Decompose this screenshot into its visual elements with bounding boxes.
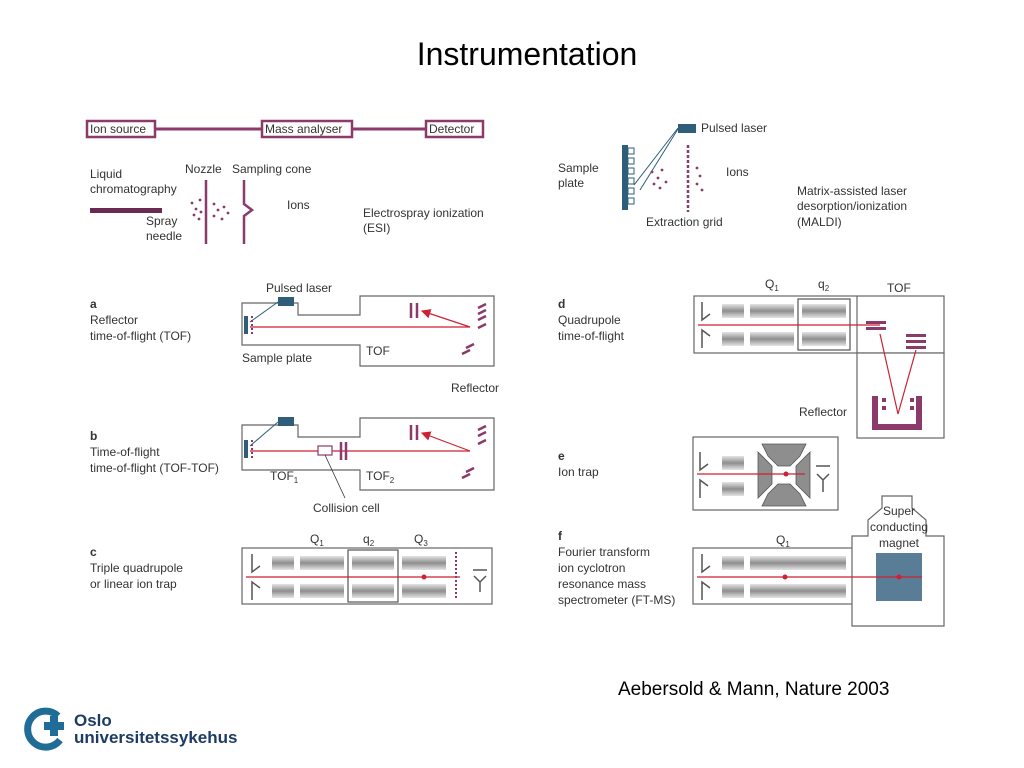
panel-a-pulsed-laser-label: Pulsed laser: [266, 281, 332, 295]
esi-name-1: Electrospray ionization: [363, 206, 484, 220]
panel-d-title-2: time-of-flight: [558, 329, 625, 343]
tof1-label: TOF1: [270, 469, 299, 485]
panel-c-title-1: Triple quadrupole: [90, 561, 183, 575]
maldi-diagram: Pulsed laser Sample plate Ions Extractio…: [558, 121, 907, 229]
panel-f-title-2: ion cyclotron: [558, 561, 625, 575]
maldi-name-1: Matrix-assisted laser: [797, 184, 907, 198]
panel-d-q2-label: q2: [818, 277, 830, 293]
logo-text: Oslo universitetssykehus: [74, 712, 237, 746]
panel-d-title-1: Quadrupole: [558, 313, 621, 327]
panel-c-q2-label: q2: [363, 532, 375, 548]
esi-diagram: Liquid chromatography Nozzle Sampling co…: [90, 162, 484, 244]
panel-e-detector: [816, 465, 830, 492]
ion-source-label: Ion source: [90, 122, 146, 136]
tof2-label: TOF2: [366, 469, 395, 485]
panel-f-title-4: spectrometer (FT-MS): [558, 593, 675, 607]
panel-a-reflector-label: Reflector: [451, 381, 499, 395]
maldi-name-2: desorption/ionization: [797, 199, 907, 213]
panel-b-letter: b: [90, 429, 97, 443]
extraction-grid-label: Extraction grid: [646, 215, 723, 229]
maldi-sample-label-1: Sample: [558, 161, 599, 175]
panel-f-title-1: Fourier transform: [558, 545, 650, 559]
magnet-label-3: magnet: [879, 536, 920, 550]
panel-a-pulsed-laser: [278, 297, 294, 306]
nozzle-label: Nozzle: [185, 162, 222, 176]
panel-f: f Fourier transform ion cyclotron resona…: [558, 495, 945, 627]
maldi-sample-plate: [622, 145, 628, 210]
panel-b-pulsed-laser: [278, 417, 294, 426]
maldi-ions: [650, 166, 704, 192]
maldi-pulsed-laser: [678, 124, 696, 133]
panel-f-title-3: resonance mass: [558, 577, 646, 591]
panel-a-tof-label: TOF: [366, 344, 390, 358]
qtof-reflector-box: [856, 352, 945, 439]
collision-cell-label: Collision cell: [313, 501, 380, 515]
panel-c-q3-label: Q3: [414, 532, 428, 548]
panel-e-letter: e: [558, 449, 565, 463]
panel-d-q1-label: Q1: [765, 277, 779, 293]
mass-analyser-label: Mass analyser: [265, 122, 342, 136]
panel-b-title-1: Time-of-flight: [90, 445, 160, 459]
panel-a-title-1: Reflector: [90, 313, 138, 327]
panel-a: a Reflector time-of-flight (TOF) Pulsed …: [90, 281, 499, 395]
panel-d-reflector-label: Reflector: [799, 405, 847, 419]
spray-needle-label-2: needle: [146, 229, 182, 243]
panel-e-title-1: Ion trap: [558, 465, 599, 479]
panel-d: d Quadrupole time-of-flight Q1 q2 TOF: [558, 277, 945, 439]
panel-a-letter: a: [90, 297, 97, 311]
maldi-name-3: (MALDI): [797, 215, 842, 229]
spray-needle-label-1: Spray: [146, 214, 177, 228]
detector-label: Detector: [429, 122, 474, 136]
sampling-cone: [242, 180, 255, 244]
sample-plate-label: Sample plate: [242, 351, 312, 365]
spray-needle: [90, 208, 162, 213]
panel-d-letter: d: [558, 297, 565, 311]
page-title: Instrumentation: [416, 36, 638, 72]
magnet-label-1: Super: [883, 504, 915, 518]
panel-a-title-2: time-of-flight (TOF): [90, 329, 191, 343]
collision-quadrupole: [347, 549, 399, 603]
cross-ring-icon: [24, 707, 64, 751]
citation: Aebersold & Mann, Nature 2003: [618, 679, 890, 700]
esi-name-2: (ESI): [363, 221, 390, 235]
lc-label-2: chromatography: [90, 182, 177, 196]
spray-droplets: [190, 198, 230, 221]
qtof-reflector: [872, 396, 922, 430]
ion-trap-electrodes: [757, 443, 811, 507]
logo-line-2: universitetssykehus: [74, 728, 238, 747]
panel-f-letter: f: [558, 529, 563, 543]
maldi-ions-label: Ions: [726, 165, 749, 179]
maldi-pulsed-laser-label: Pulsed laser: [701, 121, 767, 135]
panel-c-detector: [473, 569, 487, 592]
panel-c-title-2: or linear ion trap: [90, 577, 177, 591]
panel-c-q1-label: Q1: [310, 532, 324, 548]
panel-b: b Time-of-flight time-of-flight (TOF-TOF…: [90, 417, 495, 515]
magnet-label-2: conducting: [870, 520, 928, 534]
lc-label-1: Liquid: [90, 167, 122, 181]
logo-line-1: Oslo: [74, 711, 112, 730]
flow-header: Ion source Mass analyser Detector: [85, 119, 485, 139]
panel-b-title-2: time-of-flight (TOF-TOF): [90, 461, 219, 475]
panel-e: e Ion trap: [558, 436, 839, 511]
panel-f-q1-label: Q1: [776, 533, 790, 549]
panel-c: c Triple quadrupole or linear ion trap Q…: [90, 532, 493, 605]
panel-d-tof-label: TOF: [887, 281, 911, 295]
collision-cell: [317, 445, 333, 456]
maldi-sample-label-2: plate: [558, 176, 584, 190]
esi-ions-label: Ions: [287, 198, 310, 212]
panel-c-letter: c: [90, 545, 97, 559]
sampling-cone-label: Sampling cone: [232, 162, 312, 176]
